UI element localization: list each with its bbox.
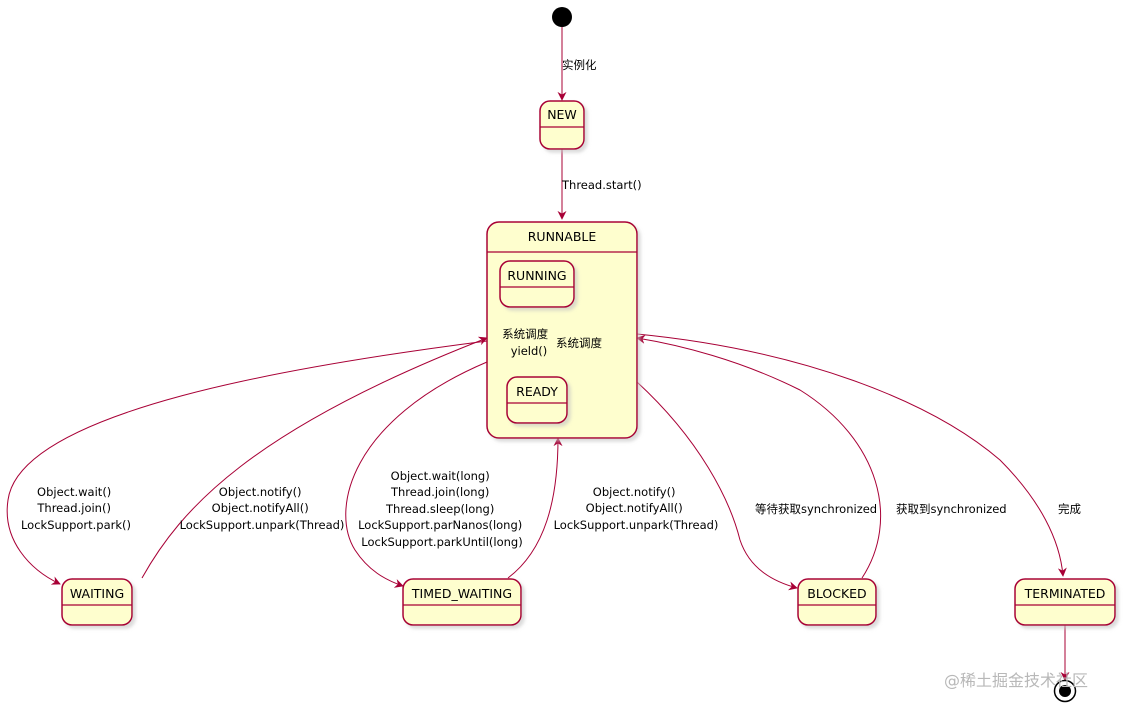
state-runnable-label: RUNNABLE (528, 229, 597, 244)
final-state-icon (1053, 679, 1077, 703)
label-ready-to-running: 系统调度 (556, 336, 602, 350)
state-terminated-label: TERMINATED (1024, 586, 1106, 601)
state-waiting[interactable]: WAITING (61, 578, 133, 626)
edge-runnable-to-blocked (636, 381, 798, 591)
state-blocked-label: BLOCKED (807, 586, 866, 601)
label-runnable-to-terminated: 完成 (1058, 502, 1081, 516)
state-ready-label: READY (516, 384, 558, 399)
initial-state-icon (552, 7, 572, 27)
edges (6, 27, 1070, 681)
state-running[interactable]: RUNNING (499, 260, 575, 308)
edge-runnable-to-timed-waiting (345, 361, 488, 588)
label-running-to-ready: 系统调度 yield() (502, 327, 552, 358)
watermark: @稀土掘金技术社区 (944, 671, 1088, 690)
label-runnable-to-waiting: Object.wait() Thread.join() LockSupport.… (21, 485, 131, 532)
label-new-to-runnable: Thread.start() (561, 178, 642, 192)
edge-runnable-to-terminated (636, 333, 1067, 577)
state-running-label: RUNNING (507, 268, 566, 283)
label-timed-waiting-to-runnable: Object.notify() Object.notifyAll() LockS… (554, 485, 719, 532)
state-waiting-label: WAITING (70, 586, 124, 601)
label-runnable-to-blocked: 等待获取synchronized (755, 502, 877, 516)
state-new-label: NEW (547, 107, 577, 122)
state-ready[interactable]: READY (506, 376, 568, 424)
label-runnable-to-timed-waiting: Object.wait(long) Thread.join(long) Thre… (358, 469, 526, 549)
edge-timed-waiting-to-runnable (507, 437, 563, 579)
label-start-to-new: 实例化 (562, 58, 597, 72)
state-new[interactable]: NEW (539, 100, 585, 150)
label-waiting-to-runnable: Object.notify() Object.notifyAll() LockS… (180, 485, 345, 532)
state-terminated[interactable]: TERMINATED (1014, 578, 1116, 626)
label-blocked-to-runnable: 获取到synchronized (896, 502, 1007, 516)
state-blocked[interactable]: BLOCKED (797, 578, 877, 626)
state-timed-waiting[interactable]: TIMED_WAITING (402, 578, 522, 626)
edge-runnable-to-waiting (6, 340, 488, 585)
edge-waiting-to-runnable (141, 336, 488, 579)
edge-blocked-to-runnable (636, 334, 882, 579)
state-timed-waiting-label: TIMED_WAITING (411, 586, 512, 601)
